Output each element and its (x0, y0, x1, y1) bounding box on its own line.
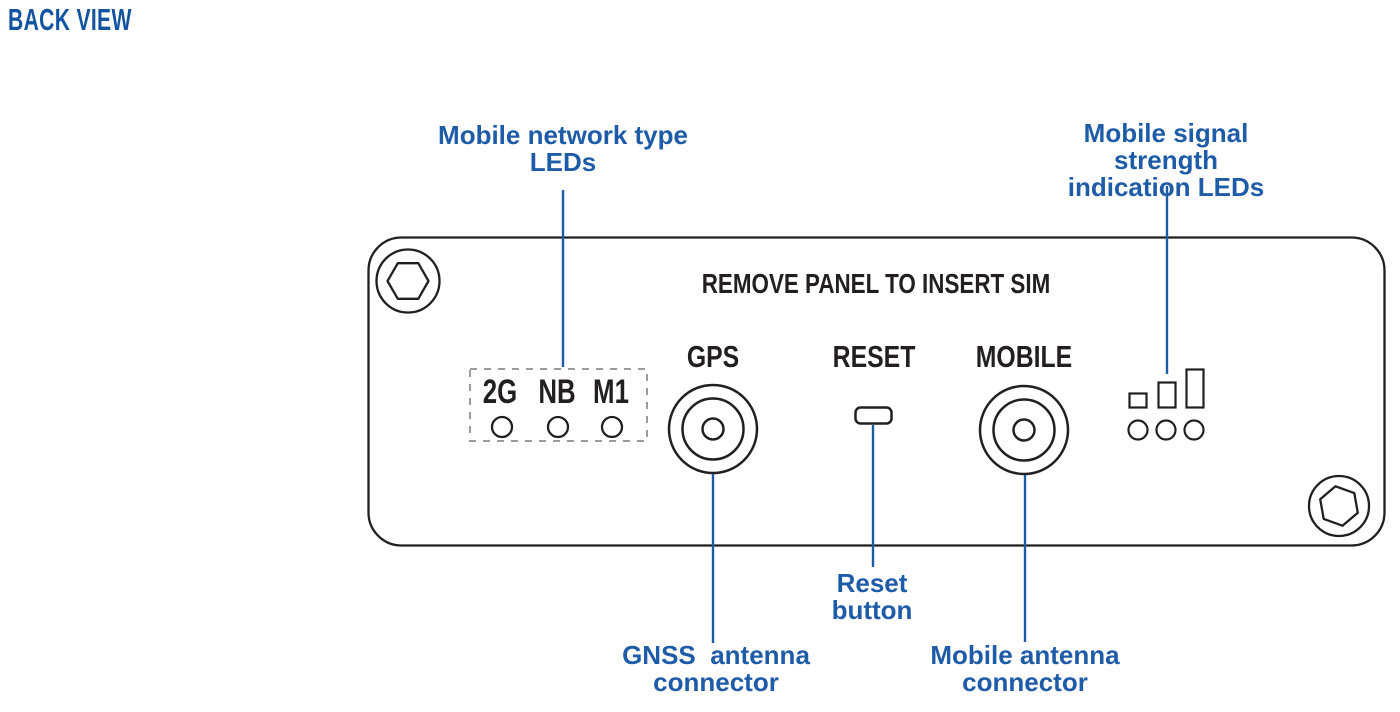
annotation-gnss-connector: GNSS antenna connector (622, 640, 810, 697)
mobile-port-label: MOBILE (975, 339, 1073, 374)
network-led-group-box (469, 368, 648, 442)
hex-screw-icon-bottom-right (1307, 474, 1371, 538)
annotation-reset-button: Reset button (831, 568, 913, 625)
signal-bar-large (1185, 368, 1205, 409)
mobile-connector-icon (978, 384, 1070, 476)
signal-led-2-icon (1155, 419, 1177, 441)
signal-led-3-icon (1183, 419, 1205, 441)
led-nb-icon (546, 415, 570, 439)
led-label-nb: NB (538, 373, 576, 411)
annotation-mobile-connector: Mobile antenna connector (930, 640, 1120, 697)
panel-outline (367, 236, 1386, 547)
led-2g-icon (490, 415, 514, 439)
hex-screw-icon-top-left (375, 248, 441, 314)
page-title: BACK VIEW (8, 2, 132, 37)
led-m1-icon (600, 415, 624, 439)
annotation-network-type-leds: Mobile network type LEDs (438, 120, 688, 177)
signal-bar-medium (1157, 381, 1177, 409)
signal-led-1-icon (1127, 419, 1149, 441)
annotation-signal-strength-leds: Mobile signal strength indication LEDs (1067, 118, 1265, 202)
signal-bar-small (1128, 392, 1148, 409)
led-label-2g: 2G (482, 373, 518, 411)
led-label-m1: M1 (593, 373, 629, 411)
reset-button-shape (854, 406, 893, 425)
gps-port-label: GPS (686, 339, 740, 374)
reset-port-label: RESET (832, 339, 916, 374)
gps-connector-icon (667, 383, 759, 475)
sim-notice-text: REMOVE PANEL TO INSERT SIM (701, 268, 1051, 299)
